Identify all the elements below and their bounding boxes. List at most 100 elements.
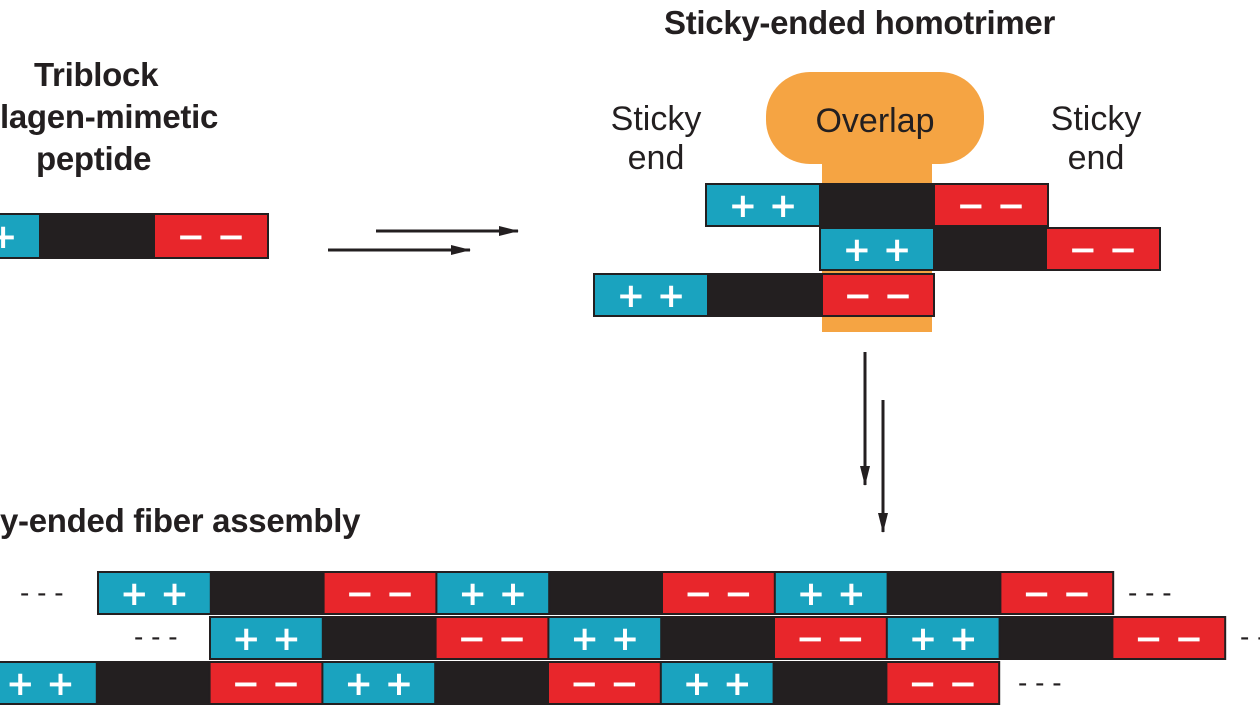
negative-block: − − — [435, 617, 549, 659]
block-fill — [40, 214, 154, 258]
block-fill — [154, 214, 268, 258]
plus-signs: + + — [729, 186, 798, 226]
strand-outline — [209, 616, 1227, 660]
minus-signs: − − — [1022, 574, 1091, 614]
neutral-block — [999, 617, 1113, 659]
plus-signs: + + — [232, 619, 301, 659]
block-fill — [662, 572, 775, 614]
negative-block: − − — [154, 214, 268, 258]
fiber-strand-bottom: + + − − + + − − + + − − — [0, 661, 1001, 705]
negative-block: − − — [323, 572, 437, 614]
fiber-dashes-top-left: - - - — [20, 577, 64, 608]
neutral-block — [708, 274, 822, 316]
neutral-block — [435, 662, 548, 704]
strand-outline — [705, 183, 1049, 227]
minus-signs: − − — [1069, 230, 1138, 270]
minus-signs: − − — [844, 276, 913, 316]
block-fill — [661, 617, 774, 659]
block-fill — [886, 617, 1000, 659]
neutral-block — [887, 572, 1001, 614]
strand-outline — [0, 213, 269, 259]
negative-block: − − — [934, 184, 1048, 226]
strand-outline — [593, 273, 935, 317]
overlap-cap — [766, 72, 984, 164]
neutral-block — [549, 572, 662, 614]
block-fill — [1000, 572, 1114, 614]
block-fill — [820, 184, 934, 226]
neutral-block — [96, 662, 210, 704]
plus-signs: + + — [683, 664, 752, 704]
plus-signs: + + — [344, 664, 413, 704]
equilibrium-arrows-vertical — [860, 352, 888, 533]
minus-signs: − − — [346, 574, 415, 614]
block-fill — [0, 214, 40, 258]
negative-block: − − — [822, 274, 934, 316]
fiber-dashes-top-right: - - - — [1128, 577, 1172, 608]
fiber-assembly-title: y-ended fiber assembly — [0, 502, 361, 539]
minus-signs: − − — [177, 217, 246, 257]
block-fill — [209, 662, 323, 704]
block-fill — [210, 617, 323, 659]
minus-signs: − − — [908, 664, 977, 704]
sticky-end-left-line1: Sticky — [610, 100, 702, 138]
sticky-end-right-line2: end — [1067, 139, 1125, 177]
homotrimer-strand-bottom: + + − − — [593, 273, 935, 317]
block-fill — [660, 662, 774, 704]
negative-block: − − — [1000, 572, 1114, 614]
block-fill — [594, 274, 708, 316]
neutral-block — [773, 662, 887, 704]
block-fill — [323, 572, 437, 614]
neutral-block — [934, 228, 1046, 270]
block-fill — [435, 662, 548, 704]
triblock-title-line2: lagen-mimetic — [0, 98, 218, 135]
block-fill — [0, 662, 97, 704]
minus-signs: − − — [570, 664, 639, 704]
homotrimer-strand-top: + + − − — [705, 183, 1049, 227]
equilibrium-arrows-horizontal — [328, 226, 519, 255]
block-fill — [548, 617, 662, 659]
positive-block: + + — [774, 572, 888, 614]
negative-block: − − — [209, 662, 323, 704]
positive-block: + + — [436, 572, 550, 614]
plus-signs: + + — [909, 619, 978, 659]
block-fill — [934, 184, 1048, 226]
negative-block: − − — [548, 662, 661, 704]
fiber-strand-top: + +− −+ +− −+ +− − — [97, 571, 1115, 615]
minus-signs: − − — [232, 664, 301, 704]
sticky-end-right-line1: Sticky — [1050, 100, 1142, 138]
continuation-dashes: - - -- - -- - -- - -- - - — [20, 577, 1260, 698]
block-fill — [549, 572, 662, 614]
positive-block: + + — [0, 214, 40, 258]
strand-outline — [97, 571, 1115, 615]
overlap-label: Overlap — [815, 102, 934, 140]
block-fill — [999, 617, 1113, 659]
block-fill — [774, 617, 887, 659]
block-fill — [435, 617, 549, 659]
block-fill — [706, 184, 820, 226]
block-fill — [822, 274, 934, 316]
plus-signs: + + — [617, 276, 686, 316]
fiber-dashes-middle-right: - - - — [1240, 621, 1260, 652]
negative-block: − − — [1046, 228, 1160, 270]
positive-block: + + — [706, 184, 820, 226]
neutral-block — [661, 617, 774, 659]
negative-block: − − — [774, 617, 887, 659]
block-fill — [96, 662, 210, 704]
minus-signs: − − — [458, 619, 527, 659]
positive-block: + + — [210, 617, 323, 659]
positive-block: + + — [886, 617, 1000, 659]
block-fill — [820, 228, 934, 270]
strand-outline — [0, 661, 1001, 705]
neutral-block — [322, 617, 436, 659]
homotrimer-strand-middle: + +− − — [819, 227, 1161, 271]
minus-signs: − − — [796, 619, 865, 659]
neutral-block — [210, 572, 324, 614]
positive-block: + + — [594, 274, 708, 316]
homotrimer-title: Sticky-ended homotrimer — [664, 4, 1056, 41]
plus-signs: + + — [120, 574, 189, 614]
block-fill — [886, 662, 1000, 704]
positive-block: + + — [0, 662, 97, 704]
plus-signs: + + — [6, 664, 75, 704]
negative-block: − − — [662, 572, 775, 614]
